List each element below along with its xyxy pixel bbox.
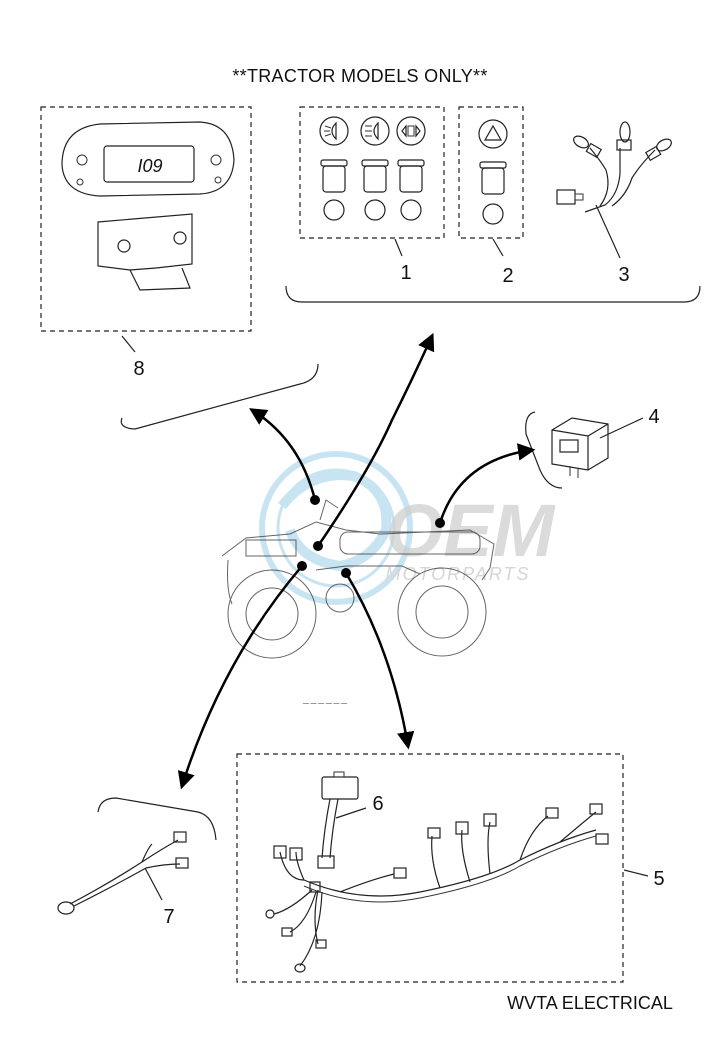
part-5-main-harness[interactable] [236,753,624,983]
callout-2: 2 [502,265,513,287]
callout-7: 7 [163,906,174,928]
callout-4: 4 [648,406,659,428]
group-8-brace [120,363,319,430]
part-1-switch-set[interactable] [299,106,445,239]
callout-5: 5 [653,868,664,890]
part-2-hazard-switch[interactable] [458,106,524,239]
callout-6: 6 [372,793,383,815]
part-3-bulb-harness[interactable] [556,121,673,213]
callout-1: 1 [400,262,411,284]
watermark-sub: MOTORPARTS [385,564,530,584]
low-beam-icon [319,116,349,146]
high-beam-icon [360,116,390,146]
watermark-logo: OEM MOTORPARTS [259,451,556,605]
atv-illustration [221,499,495,659]
svg-text:I09: I09 [137,156,162,176]
turn-signal-icon [396,116,426,146]
header-title: **TRACTOR MODELS ONLY** [232,66,487,86]
small-caption: — — — — — — [303,701,347,707]
group-7-brace [97,797,217,841]
part-4-relay[interactable] [551,417,609,478]
hazard-triangle-icon [478,119,508,149]
callout-3: 3 [618,264,629,286]
part-8-instrument-cluster[interactable]: I09 [40,106,252,332]
arrows [177,332,536,790]
part-6-fuse-lead[interactable] [317,771,359,869]
retaining-clips [323,199,422,221]
group-1-3-brace [285,285,701,303]
switch-bodies [320,159,425,193]
part-7-sub-harness[interactable] [57,831,189,915]
footer-label: WVTA ELECTRICAL [507,993,673,1013]
callout-8: 8 [133,358,144,380]
